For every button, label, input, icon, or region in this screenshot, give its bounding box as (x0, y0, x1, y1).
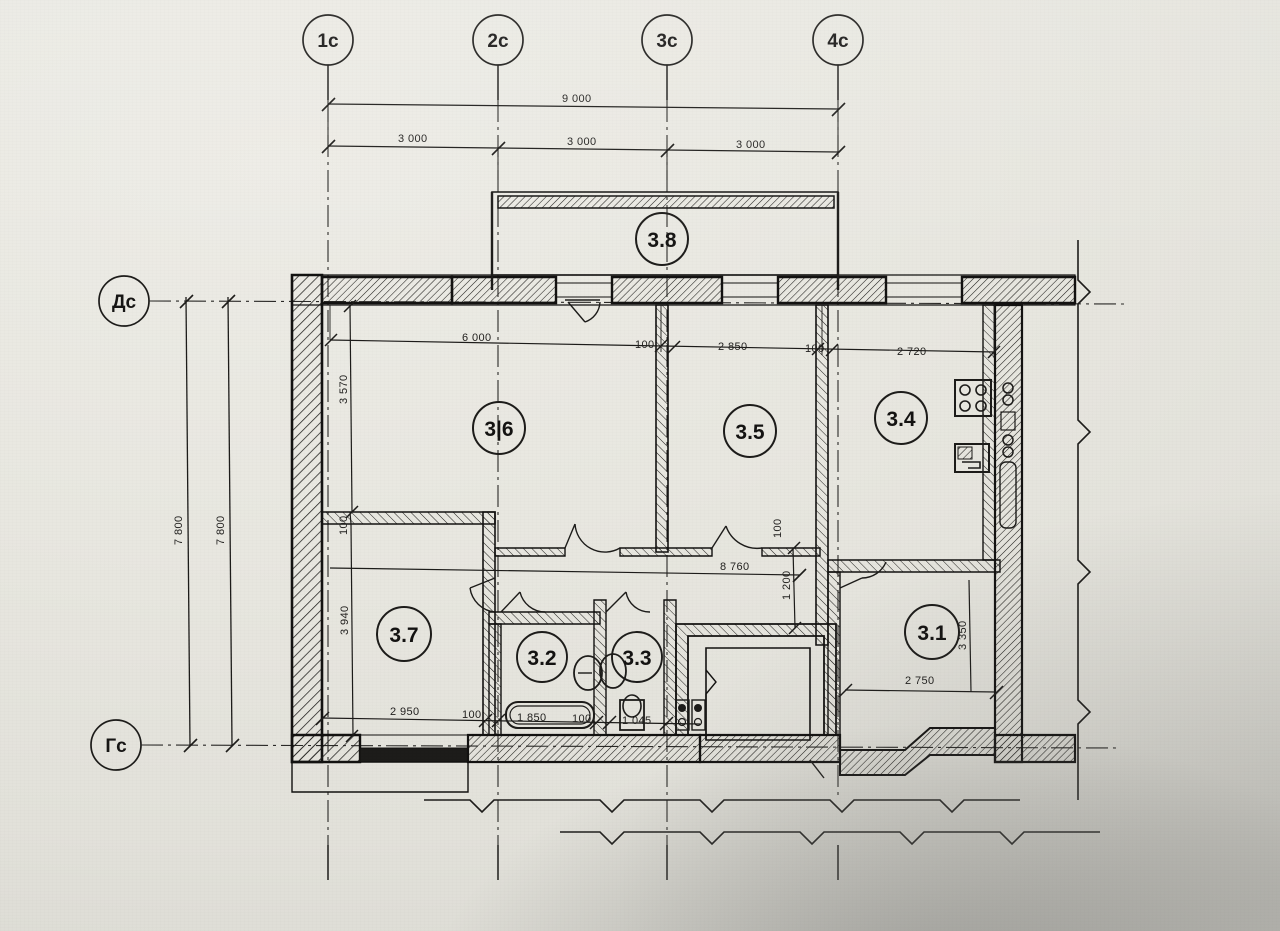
dimension-chain-left-outer: 7 800 (173, 294, 198, 753)
dim-upper-6000: 6 000 (462, 332, 492, 344)
room-bubble-3-2: 3.2 (516, 631, 568, 683)
dim-bottom-2950: 2 950 (390, 706, 420, 718)
dimension-middle-8760: 8 760 (329, 561, 807, 583)
washbasin-icon (573, 653, 627, 691)
grid-continuation-ticks (327, 845, 839, 880)
dim-upper-2850: 2 850 (718, 341, 748, 353)
room-label-3-5: 3.5 (735, 421, 765, 444)
dim-corridor-100: 100 (772, 518, 784, 538)
balcony-3-8 (490, 191, 840, 290)
grid-label-4c: 4с (827, 31, 849, 52)
toilet-icon (619, 694, 645, 731)
room-label-3-8: 3.8 (647, 229, 677, 252)
dimension-chain-left-inner-outer: 7 800 (215, 294, 240, 753)
dim-room31-width: 2 750 (905, 675, 935, 687)
dimension-chain-left-inner: 3 570 100 3 940 (338, 299, 359, 743)
dim-room31-height: 3 350 (957, 620, 969, 650)
dim-left-3940: 3 940 (339, 605, 351, 635)
kitchen-sink-icon (954, 443, 990, 473)
grid-bubble-3c: 3с (641, 14, 693, 66)
dim-middle-8760: 8 760 (720, 561, 750, 573)
room-bubble-3-7: 3.7 (376, 606, 432, 662)
dim-left-overall-1: 7 800 (173, 515, 185, 545)
grid-label-2c: 2с (487, 31, 509, 52)
grid-bubbles-left: Дс Гс (90, 275, 150, 771)
dimension-chain-bottom: 2 950 100 1 850 100 1 045 (315, 706, 701, 731)
dim-top-overall: 9 000 (562, 93, 592, 105)
grid-label-3c: 3с (656, 31, 678, 52)
room-label-3-6: 3|6 (484, 418, 513, 441)
dimension-chain-top: 3 000 3 000 3 000 (321, 109, 846, 180)
dim-corridor-1200: 1 200 (781, 570, 793, 600)
dim-upper-100-a: 100 (635, 339, 655, 351)
grid-label-gc: Гс (105, 736, 127, 757)
dim-top-seg-2: 3 000 (567, 136, 597, 148)
bathtub-icon (505, 701, 595, 729)
grid-bubbles-top: 1с 2с 3с 4с (302, 14, 864, 100)
dim-upper-2720: 2 720 (897, 346, 927, 358)
room-bubble-3-4: 3.4 (874, 391, 928, 445)
room-labels: 3.1 3.2 3.3 3.4 3.5 3|6 (376, 212, 960, 683)
grid-bubble-dc: Дс (98, 275, 150, 327)
room-label-3-1: 3.1 (917, 622, 947, 645)
dim-left-100: 100 (338, 515, 350, 535)
door-swings (469, 299, 887, 779)
room-bubble-3-8: 3.8 (635, 212, 689, 266)
room-label-3-2: 3.2 (527, 647, 556, 670)
dim-bottom-1045: 1 045 (622, 715, 652, 727)
grid-bubble-1c: 1с (302, 14, 354, 66)
dim-left-3570: 3 570 (338, 374, 350, 404)
dim-upper-100-b: 100 (805, 343, 825, 355)
room-bubble-3-1: 3.1 (904, 604, 960, 660)
grid-bubble-gc: Гс (90, 719, 142, 771)
interior-partitions (321, 304, 1001, 741)
dim-top-seg-1: 3 000 (398, 133, 428, 145)
radiator-risers-icon (675, 699, 706, 731)
room-label-3-3: 3.3 (622, 647, 651, 670)
dimension-room-3-1: 2 750 3 350 (838, 579, 1004, 700)
dim-bottom-100-a: 100 (462, 709, 482, 721)
room-bubble-3-6: 3|6 (472, 401, 526, 455)
dimension-chain-upper-inner: 6 000 100 2 850 100 2 720 (324, 305, 1001, 359)
grid-bubble-4c: 4с (812, 14, 864, 66)
dim-bottom-1850: 1 850 (517, 712, 547, 724)
grid-label-dc: Дс (112, 292, 137, 313)
dimension-chain-overall-top: 9 000 (321, 93, 846, 117)
fixtures (505, 379, 1017, 731)
dimension-corridor-1200: 1 200 100 (772, 518, 802, 635)
grid-label-1c: 1с (317, 31, 339, 52)
room-bubble-3-3: 3.3 (611, 631, 663, 683)
grid-bubble-2c: 2с (472, 14, 524, 66)
exterior-walls (290, 273, 1077, 793)
room-label-3-7: 3.7 (389, 624, 418, 647)
room-bubble-3-5: 3.5 (723, 404, 777, 458)
break-lines (424, 240, 1100, 846)
grid-axis-lines-vertical (327, 100, 839, 845)
riser-pipes-kitchen-icon (999, 382, 1017, 529)
dim-top-seg-3: 3 000 (736, 139, 766, 151)
dim-left-overall-2: 7 800 (215, 515, 227, 545)
room-label-3-4: 3.4 (886, 408, 916, 431)
cooktop-4-burner-icon (954, 379, 992, 417)
